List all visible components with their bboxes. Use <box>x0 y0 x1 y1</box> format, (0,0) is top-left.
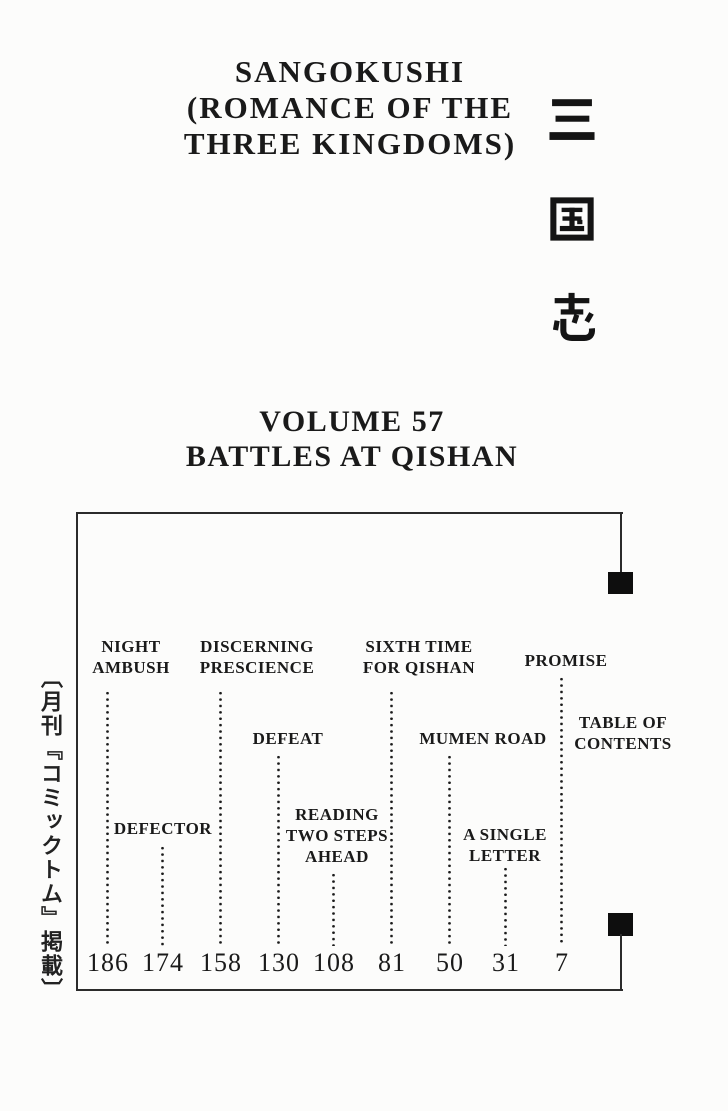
toc-entry-title-line: SIXTH TIME <box>365 637 473 656</box>
toc-entry-title: READING TWO STEPS AHEAD <box>286 804 388 867</box>
frame-top-square <box>608 572 633 594</box>
frame-right-bottom-segment <box>620 934 622 991</box>
toc-entry-title-line: READING <box>295 805 379 824</box>
toc-entry-title-line: A SINGLE <box>463 825 547 844</box>
toc-entry-title-line: PROMISE <box>524 651 608 670</box>
frame-bottom-square <box>608 913 633 936</box>
toc-entry-title: DISCERNING PRESCIENCE <box>200 636 315 678</box>
toc-dotted-leader <box>219 690 222 946</box>
toc-entry-title-line: TWO STEPS <box>285 826 389 845</box>
frame-bottom-line <box>76 989 623 991</box>
toc-dotted-leader <box>106 690 109 946</box>
book-title-line-2: (ROMANCE OF THE <box>186 90 514 125</box>
toc-entry-title-line: AHEAD <box>305 847 369 866</box>
toc-entry-title-line: MUMEN ROAD <box>419 729 547 748</box>
toc-entry-title: SIXTH TIME FOR QISHAN <box>363 636 475 678</box>
toc-heading-line-1: TABLE OF <box>578 713 668 732</box>
toc-entry-title: NIGHT AMBUSH <box>92 636 170 678</box>
book-title-line-1: SANGOKUSHI <box>234 54 466 89</box>
volume-title: VOLUME 57 BATTLES AT QISHAN <box>186 404 518 474</box>
toc-entry-page-number: 50 <box>436 948 464 977</box>
frame-right-top-segment <box>620 512 622 574</box>
toc-entry-page-number: 186 <box>87 948 129 977</box>
toc-dotted-leader <box>560 676 563 946</box>
toc-entry-page-number: 81 <box>378 948 406 977</box>
toc-entry-title-line: FOR QISHAN <box>362 658 476 677</box>
toc-dotted-leader <box>504 866 507 946</box>
toc-entry-title-line: DEFECTOR <box>113 819 213 838</box>
book-title-line-3: THREE KINGDOMS) <box>183 126 517 161</box>
toc-entry-title: A SINGLE LETTER <box>463 824 547 866</box>
toc-dotted-leader <box>332 872 335 946</box>
toc-dotted-leader <box>161 845 164 946</box>
toc-entry-title: MUMEN ROAD <box>419 728 546 749</box>
toc-entry-title-line: AMBUSH <box>92 658 170 677</box>
toc-entry-page-number: 130 <box>258 948 300 977</box>
toc-entry-title-line: NIGHT <box>101 637 161 656</box>
toc-entry-page-number: 31 <box>492 948 520 977</box>
publication-note: 〔月刊『コミックトム』掲載〕 <box>38 666 63 1002</box>
toc-entry-title: PROMISE <box>525 650 608 671</box>
toc-entry-title: DEFECTOR <box>114 818 212 839</box>
toc-dotted-leader <box>390 690 393 946</box>
toc-entry-title-line: PRESCIENCE <box>199 658 315 677</box>
toc-entry-title-line: DISCERNING <box>200 637 314 656</box>
volume-number-line: VOLUME 57 <box>259 405 445 438</box>
toc-heading: TABLE OF CONTENTS <box>574 712 672 754</box>
toc-entry-page-number: 158 <box>200 948 242 977</box>
frame-top-line <box>76 512 623 514</box>
toc-dotted-leader <box>277 754 280 946</box>
frame-left-line <box>76 512 78 991</box>
toc-entry-page-number: 174 <box>142 948 184 977</box>
toc-heading-line-2: CONTENTS <box>574 734 672 753</box>
kanji-san-icon <box>546 94 598 146</box>
toc-entry-title-line: DEFEAT <box>252 729 324 748</box>
book-title: SANGOKUSHI (ROMANCE OF THE THREE KINGDOM… <box>184 54 516 162</box>
toc-dotted-leader <box>448 754 451 946</box>
kanji-shi-icon <box>546 292 598 344</box>
kanji-koku-icon <box>546 193 598 245</box>
toc-entry-title-line: LETTER <box>469 846 541 865</box>
book-title-kanji-sangokushi <box>546 94 598 344</box>
toc-entry-page-number: 108 <box>313 948 355 977</box>
toc-entry-page-number: 7 <box>555 948 569 977</box>
toc-entry-title: DEFEAT <box>253 728 324 749</box>
volume-subtitle-line: BATTLES AT QISHAN <box>185 440 519 473</box>
